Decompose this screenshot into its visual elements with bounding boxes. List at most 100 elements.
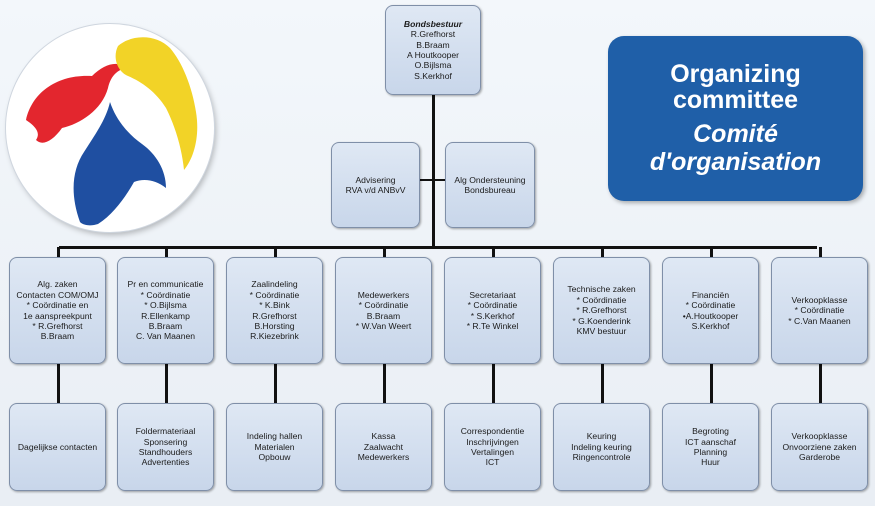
task-line: Ringencontrole	[572, 452, 631, 463]
department-line: * Coördinatie	[358, 300, 409, 311]
department-line: * G.Koenderink	[572, 315, 631, 326]
department-line: * R.Grefhorst	[32, 320, 83, 331]
connector-task	[273, 364, 277, 403]
connector-drop	[600, 247, 604, 258]
connector-drop	[709, 247, 713, 258]
board-title: Bondsbestuur	[403, 18, 463, 29]
support-line: Bondsbureau	[464, 185, 516, 195]
department-line: Medewerkers	[357, 289, 410, 300]
committee-title-fr-2: d'organisation	[649, 147, 822, 176]
connector-task	[818, 364, 822, 403]
department-line: R.Grefhorst	[252, 310, 297, 321]
department-line: B.Horsting	[254, 320, 295, 331]
connector-drop	[273, 247, 277, 258]
connector-drop	[491, 247, 495, 258]
department-line: •A.Houtkooper	[682, 310, 739, 321]
three-birds-logo-icon	[26, 37, 198, 226]
department-line: * C.Van Maanen	[788, 315, 851, 326]
task-line: Begroting	[692, 426, 729, 437]
connector-drop	[164, 247, 168, 258]
department-line: KMV bestuur	[576, 326, 627, 337]
board-member: R.Grefhorst	[410, 29, 456, 40]
department-line: S.Kerkhof	[691, 320, 730, 331]
department-line: Verkoopklasse	[791, 294, 848, 305]
task-line: Advertenties	[141, 457, 190, 468]
department-line: * Coördinatie	[794, 305, 845, 316]
connector-drop	[382, 247, 386, 258]
department-line: B.Braam	[366, 310, 401, 321]
connector-horizontal	[59, 246, 817, 249]
task-line: ICT	[485, 457, 500, 468]
connector-task	[600, 364, 604, 403]
task-line: Materialen	[254, 441, 295, 452]
department-line: * Coördinatie	[249, 289, 300, 300]
task-line: Garderobe	[798, 452, 841, 463]
board-member: S.Kerkhof	[414, 70, 452, 81]
department-line: * W.Van Weert	[355, 320, 412, 331]
department-line: * R.Te Winkel	[466, 320, 519, 331]
task-line: Opbouw	[258, 452, 291, 463]
task-line: Indeling keuring	[571, 441, 632, 452]
committee-title-en-1: Organizing	[670, 59, 801, 88]
connector-task	[491, 364, 495, 403]
advice-box: Advisering RVA v/d ANBvV	[331, 142, 420, 228]
department-line: Alg. zaken	[37, 279, 78, 290]
connector-drop	[56, 247, 60, 258]
connector-advice	[420, 179, 433, 181]
department-line: * O.Bijlsma	[144, 300, 187, 311]
task-line: Kassa	[371, 431, 396, 442]
department-line: * R.Grefhorst	[576, 305, 627, 316]
connector-support	[434, 179, 445, 181]
task-line: Foldermateriaal	[135, 426, 196, 437]
department-box: Verkoopklasse* Coördinatie* C.Van Maanen	[771, 257, 868, 364]
advice-line: Advisering	[355, 174, 396, 185]
task-line: Keuring	[586, 431, 617, 442]
task-line: Medewerkers	[357, 452, 410, 463]
department-line: * Coördinatie	[576, 294, 627, 305]
connector-trunk	[432, 95, 435, 248]
task-line: Correspondentie	[460, 426, 525, 437]
department-line: Contacten COM/OMJ	[16, 289, 99, 300]
department-line: Secretariaat	[469, 289, 516, 300]
department-line: Technische zaken	[567, 284, 636, 295]
department-line: 1e aanspreekpunt	[23, 310, 92, 321]
task-line: Onvoorziene zaken	[782, 441, 857, 452]
task-line: ICT aanschaf	[685, 436, 736, 447]
board-member: O.Bijlsma	[414, 60, 452, 71]
support-line: Alg Ondersteuning	[454, 174, 526, 185]
task-line: Zaalwacht	[363, 441, 404, 452]
task-line: Planning	[693, 447, 728, 457]
department-line: * K.Bink	[259, 300, 290, 311]
connector-drop	[818, 247, 822, 258]
committee-title-fr-1: Comité	[693, 120, 778, 149]
board-member: A Houtkooper	[406, 50, 460, 60]
task-line: Vertalingen	[470, 447, 514, 457]
connector-task	[164, 364, 168, 403]
board-member: B.Braam	[416, 39, 450, 50]
committee-badge: Organizing committee Comité d'organisati…	[608, 36, 863, 201]
support-box: Alg Ondersteuning Bondsbureau	[445, 142, 535, 228]
department-box: Technische zaken* Coördinatie* R.Grefhor…	[553, 257, 650, 364]
department-box: Secretariaat* Coördinatie* S.Kerkhof* R.…	[444, 257, 541, 364]
department-box: Pr en communicatie* Coördinatie* O.Bijls…	[117, 257, 214, 364]
advice-line: RVA v/d ANBvV	[345, 185, 406, 195]
connector-task	[382, 364, 386, 403]
task-line: Inschrijvingen	[466, 436, 519, 447]
task-line: Huur	[701, 457, 720, 468]
department-line: Financiën	[691, 289, 730, 300]
task-line: Indeling hallen	[246, 431, 303, 442]
task-line: Dagelijkse contacten	[17, 441, 98, 452]
task-line: Sponsering	[143, 436, 188, 447]
department-line: R.Kiezebrink	[250, 331, 299, 342]
connector-task	[709, 364, 713, 403]
